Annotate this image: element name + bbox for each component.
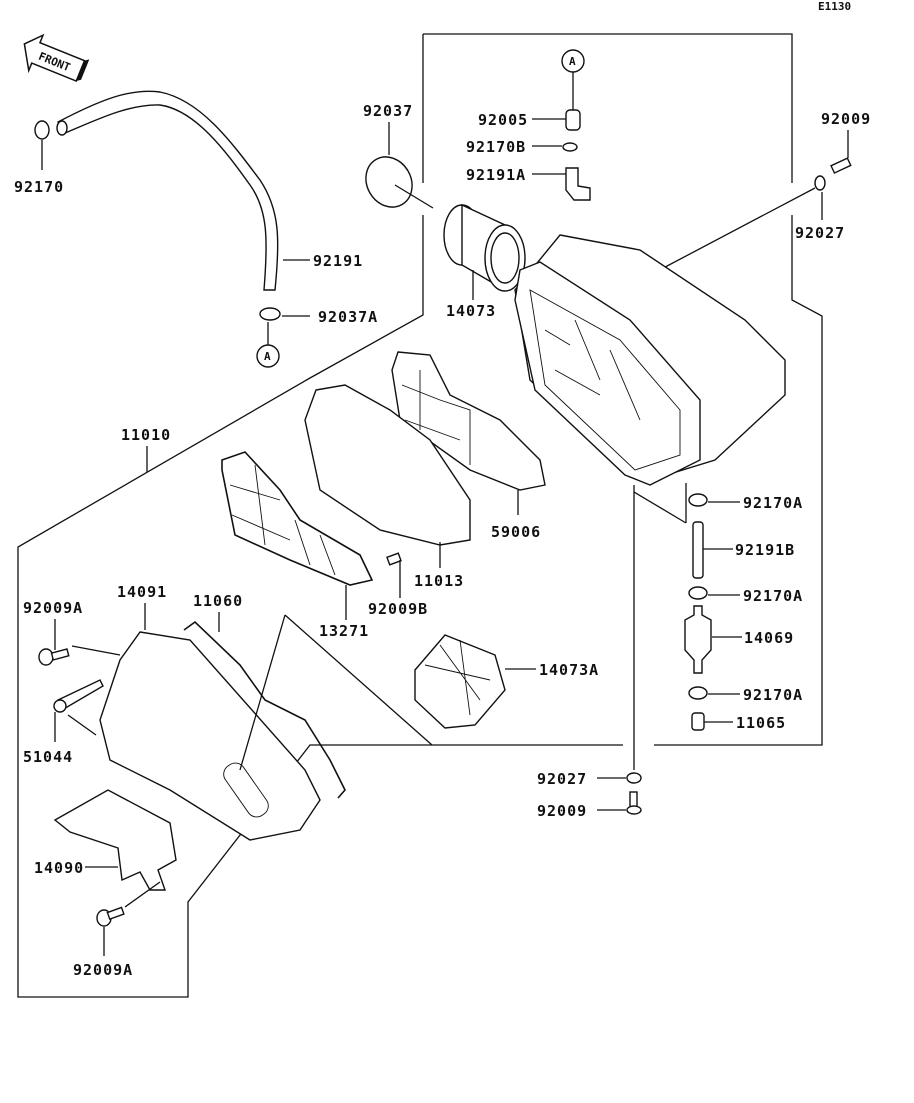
label-11013: 11013 <box>414 572 464 590</box>
diagram-code: E1130 <box>818 0 851 13</box>
ref-marker-a-top-label: A <box>569 55 576 68</box>
label-92170: 92170 <box>14 178 64 196</box>
elbow-92191A-part <box>565 167 591 201</box>
air-box-housing-part <box>514 234 786 486</box>
label-92170A-2: 92170A <box>743 587 803 605</box>
clamp-92170A-2-part <box>688 586 708 600</box>
clamp-92037A-part <box>259 307 281 321</box>
bracket-14090-part <box>53 789 177 891</box>
label-14069: 14069 <box>744 629 794 647</box>
label-92027-top: 92027 <box>795 224 845 242</box>
label-92170A-3: 92170A <box>743 686 803 704</box>
front-arrow-icon: FRONT <box>23 33 90 83</box>
label-92191A: 92191A <box>466 166 526 184</box>
drain-14069-part <box>684 605 712 674</box>
clamp-92037-part <box>365 156 413 208</box>
bolt-92009-top-part <box>830 157 852 174</box>
ref-marker-a-bottom <box>256 344 280 368</box>
label-51044: 51044 <box>23 748 73 766</box>
label-92009B: 92009B <box>368 600 428 618</box>
filter-11013-part <box>304 384 471 546</box>
label-92009A-bottom: 92009A <box>73 961 133 979</box>
label-11065: 11065 <box>736 714 786 732</box>
label-92009-top: 92009 <box>821 110 871 128</box>
label-92037A: 92037A <box>318 308 378 326</box>
label-92005: 92005 <box>478 111 528 129</box>
label-11010: 11010 <box>121 426 171 444</box>
label-14090: 14090 <box>34 859 84 877</box>
washer-92027-bottom-part <box>626 772 642 784</box>
filter-59006-part <box>391 351 546 491</box>
label-11060: 11060 <box>193 592 243 610</box>
boot-14073A-part <box>414 634 506 729</box>
bolt-92009B-part <box>386 552 402 566</box>
label-92170B: 92170B <box>466 138 526 156</box>
label-92027-bottom: 92027 <box>537 770 587 788</box>
label-14073: 14073 <box>446 302 496 320</box>
housing-14091-part <box>99 631 321 841</box>
clamp-92170A-3-part <box>688 686 708 700</box>
clamp-92170A-1-part <box>688 493 708 507</box>
clamp-92170-part <box>34 120 50 140</box>
label-59006: 59006 <box>491 523 541 541</box>
label-92009A-top: 92009A <box>23 599 83 617</box>
washer-92027-top-part <box>814 175 826 191</box>
duct-14073-part <box>443 203 526 292</box>
group-frame-top <box>17 33 823 998</box>
gasket-11060-part <box>183 620 346 799</box>
fitting-92005-part <box>565 109 581 131</box>
clamp-92170B-part <box>562 142 578 152</box>
label-92191B: 92191B <box>735 541 795 559</box>
cap-11065-part <box>691 712 705 731</box>
label-14091: 14091 <box>117 583 167 601</box>
hose-end <box>56 120 68 136</box>
label-13271: 13271 <box>319 622 369 640</box>
label-92170A-1: 92170A <box>743 494 803 512</box>
bolt-92009A-top-part <box>38 648 54 666</box>
label-92037: 92037 <box>363 102 413 120</box>
frame-13271-part <box>221 451 374 586</box>
label-92191: 92191 <box>313 252 363 270</box>
hose-92191-part <box>57 90 279 291</box>
label-14073A: 14073A <box>539 661 599 679</box>
hose-92191B-part <box>692 521 704 579</box>
ref-marker-a-bottom-label: A <box>264 350 271 363</box>
label-92009-bottom: 92009 <box>537 802 587 820</box>
